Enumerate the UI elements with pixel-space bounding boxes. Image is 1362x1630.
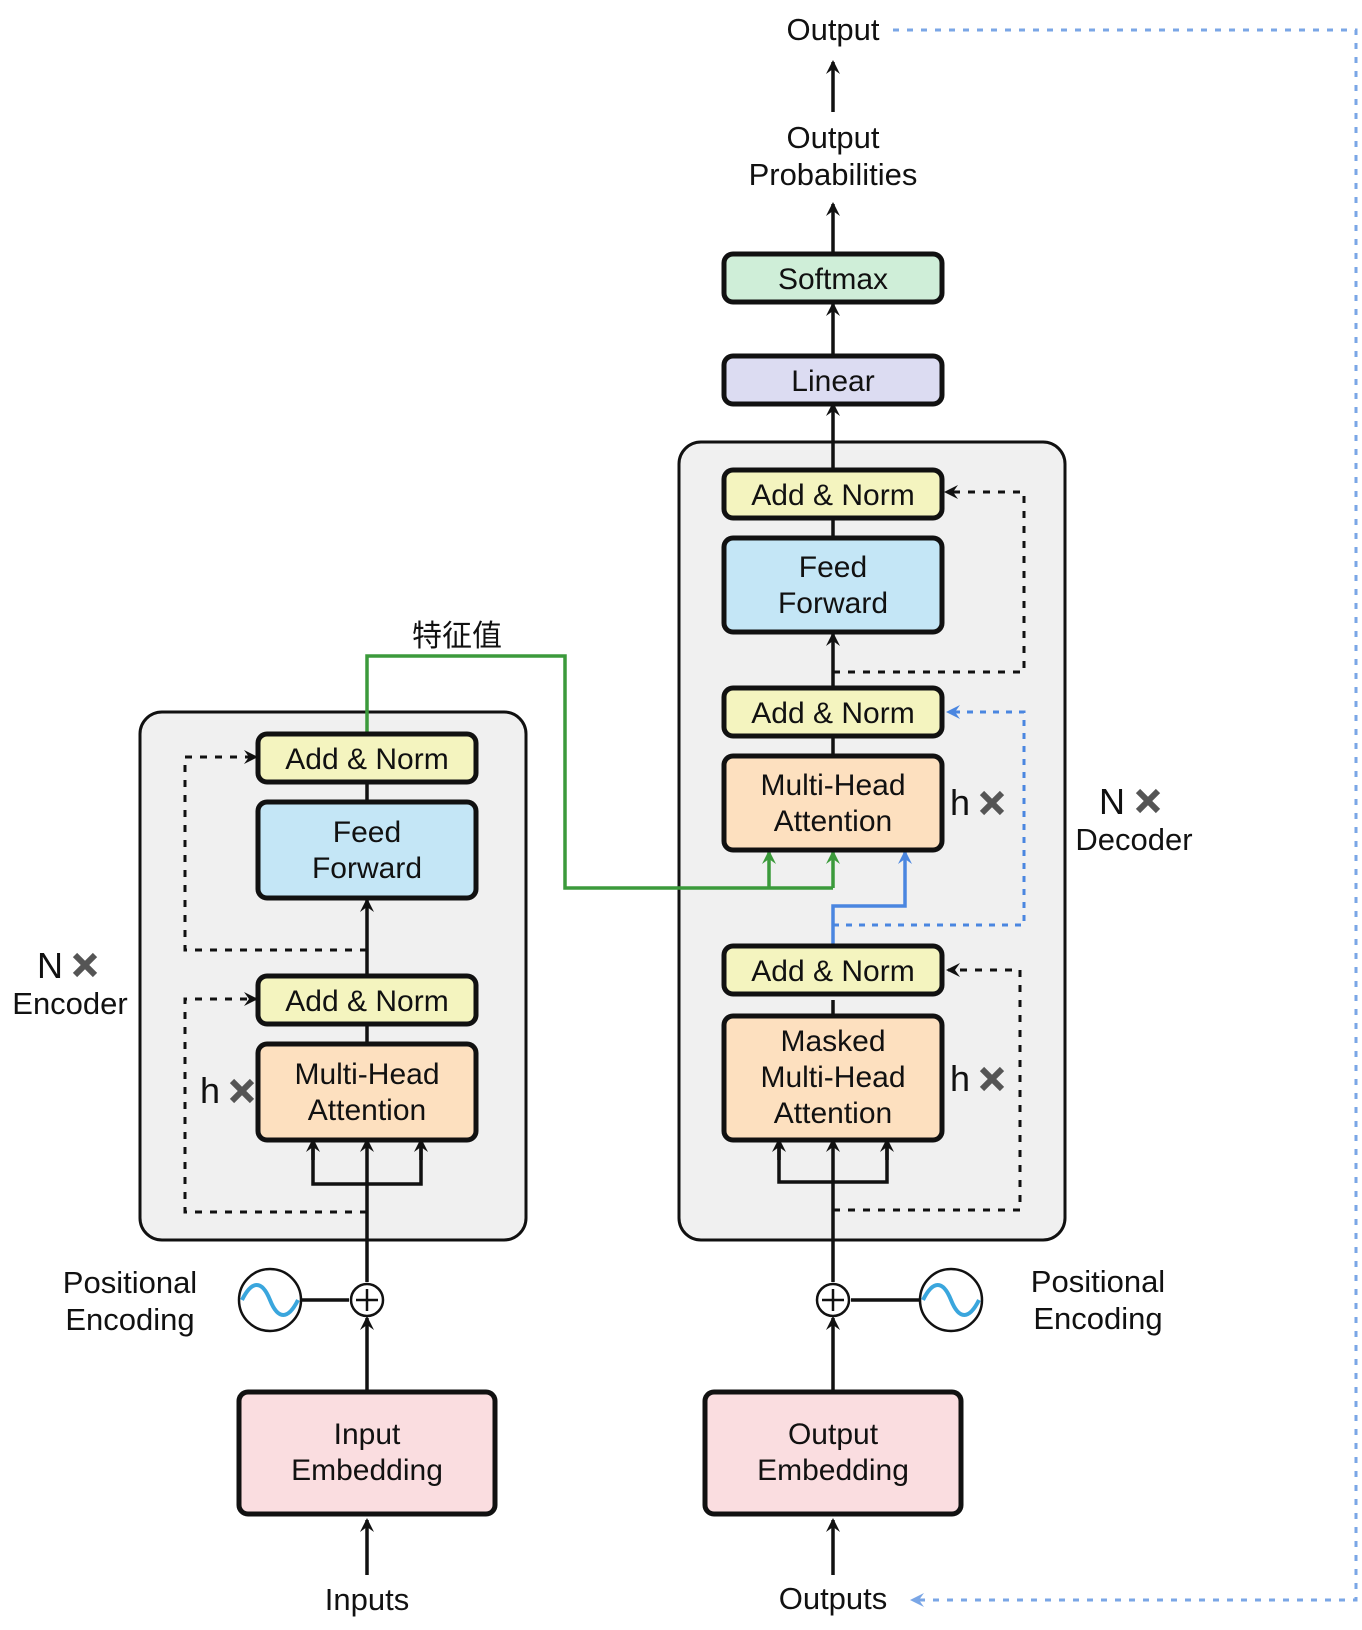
svg-text:Linear: Linear [791, 365, 874, 398]
encoder-feature-link [365, 654, 833, 890]
encoder-residual-1 [183, 992, 367, 1214]
svg-text:Forward: Forward [312, 852, 422, 885]
decoder-times-icon [1135, 788, 1161, 814]
output-probabilities-line1: Output [786, 120, 879, 155]
svg-text:Attention: Attention [774, 805, 892, 838]
encoder-input-embedding: Input Embedding [236, 1389, 498, 1517]
encoder-plus-icon [349, 1282, 385, 1318]
svg-text:Input: Input [334, 1418, 401, 1451]
svg-text:Add & Norm: Add & Norm [285, 985, 448, 1018]
svg-text:Attention: Attention [308, 1094, 426, 1127]
feature-label: 特征值 [412, 619, 502, 654]
encoder-positional-label-line2: Encoding [65, 1302, 194, 1337]
encoder-add-norm-top: Add & Norm [255, 731, 479, 785]
svg-text:Embedding: Embedding [757, 1454, 909, 1487]
svg-text:Softmax: Softmax [778, 263, 888, 296]
encoder-heads-times-icon [229, 1078, 255, 1104]
encoder-times-icon [72, 952, 98, 978]
decoder-repeat-label: N [1099, 781, 1125, 822]
svg-text:Multi-Head: Multi-Head [760, 1061, 905, 1094]
encoder-feed-forward: Feed Forward [255, 799, 479, 901]
encoder-repeat-label: N [37, 945, 63, 986]
decoder-multi-head-attention: Multi-Head Attention [721, 753, 945, 853]
decoder-heads-label-top: h [950, 782, 970, 823]
encoder-heads-label: h [200, 1070, 220, 1111]
svg-text:Masked: Masked [780, 1025, 885, 1058]
encoder-stack-label: Encoder [12, 986, 127, 1021]
svg-text:Attention: Attention [774, 1097, 892, 1130]
svg-text:Multi-Head: Multi-Head [760, 769, 905, 802]
svg-text:Output: Output [788, 1418, 879, 1451]
decoder-add-norm-bottom: Add & Norm [721, 943, 945, 997]
svg-text:Embedding: Embedding [291, 1454, 443, 1487]
encoder-multi-head-attention: Multi-Head Attention [255, 1041, 479, 1143]
softmax-layer: Softmax [721, 251, 945, 305]
decoder-residual-3 [833, 485, 1026, 674]
output-probabilities-line2: Probabilities [749, 157, 918, 192]
decoder-positional-label-line1: Positional [1031, 1264, 1165, 1299]
decoder-heads-times-icon-bottom [979, 1066, 1005, 1092]
decoder-stack-label: Decoder [1075, 822, 1192, 857]
encoder-sine-wave-icon [237, 1267, 303, 1333]
encoder-inputs-label: Inputs [325, 1582, 409, 1617]
svg-text:Add & Norm: Add & Norm [751, 697, 914, 730]
svg-text:Add & Norm: Add & Norm [285, 743, 448, 776]
output-label: Output [786, 12, 879, 47]
encoder-add-norm-bottom: Add & Norm [255, 973, 479, 1027]
svg-text:Forward: Forward [778, 587, 888, 620]
decoder-heads-times-icon-top [979, 790, 1005, 816]
decoder-heads-label-bottom: h [950, 1058, 970, 1099]
decoder-outputs-label: Outputs [779, 1581, 888, 1616]
svg-text:Add & Norm: Add & Norm [751, 479, 914, 512]
encoder-positional-label-line1: Positional [63, 1265, 197, 1300]
output-feedback-loop [893, 28, 1358, 1607]
svg-text:Feed: Feed [333, 816, 401, 849]
encoder-residual-2 [183, 750, 367, 952]
decoder-feed-forward: Feed Forward [721, 535, 945, 635]
decoder-plus-icon [815, 1282, 851, 1318]
svg-text:Add & Norm: Add & Norm [751, 955, 914, 988]
decoder-add-norm-middle: Add & Norm [721, 685, 945, 739]
decoder-masked-multi-head-attention: Masked Multi-Head Attention [721, 1013, 945, 1143]
decoder-positional-label-line2: Encoding [1033, 1301, 1162, 1336]
decoder-residual-1 [833, 963, 1022, 1212]
svg-text:Feed: Feed [799, 551, 867, 584]
decoder-output-embedding: Output Embedding [702, 1389, 964, 1517]
decoder-add-norm-top: Add & Norm [721, 467, 945, 521]
svg-text:Multi-Head: Multi-Head [294, 1058, 439, 1091]
decoder-sine-wave-icon [918, 1267, 984, 1333]
linear-layer: Linear [721, 353, 945, 407]
decoder-residual-2 [833, 705, 1026, 927]
